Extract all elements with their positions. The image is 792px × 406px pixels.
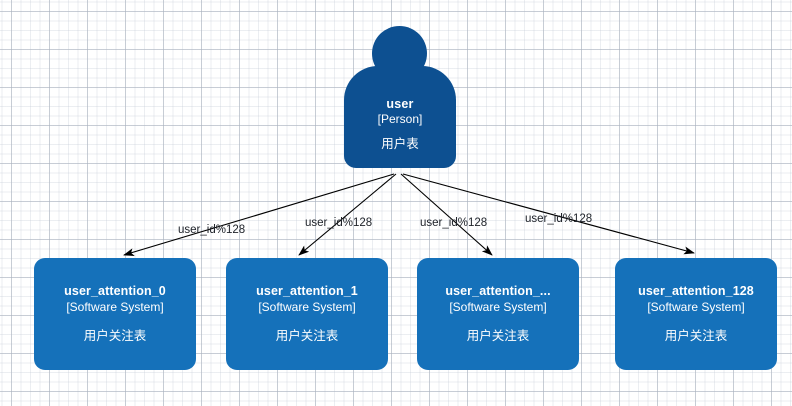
system-name: user_attention_0 [64,283,166,298]
person-tech: [Person] [377,112,423,127]
edge-label-2: user_id%128 [420,217,488,229]
system-name: user_attention_1 [256,283,358,298]
person-body [344,66,456,168]
system-tech: [Software System] [647,299,745,314]
edge-label-0: user_id%128 [178,224,246,236]
edge-label-3: user_id%128 [525,213,593,225]
system-tech: [Software System] [258,299,356,314]
person-node-user[interactable]: user [Person] 用户表 [344,26,456,168]
person-name: user [386,97,414,111]
edge-label-1: user_id%128 [305,217,373,229]
edge-to-user-attention-dots [400,173,493,256]
system-node-user-attention-128[interactable]: user_attention_128 [Software System] 用户关… [615,258,777,370]
edge-to-user-attention-0 [123,173,395,256]
person-description: 用户表 [381,136,419,151]
system-tech: [Software System] [449,299,547,314]
system-tech: [Software System] [66,299,164,314]
system-name: user_attention_... [445,283,551,298]
edge-to-user-attention-1 [298,173,397,256]
edge-to-user-attention-128 [402,173,695,255]
system-description: 用户关注表 [83,328,147,343]
system-node-user-attention-0[interactable]: user_attention_0 [Software System] 用户关注表 [34,258,196,370]
system-name: user_attention_128 [638,283,754,298]
system-description: 用户关注表 [664,328,728,343]
system-node-user-attention-dots[interactable]: user_attention_... [Software System] 用户关… [417,258,579,370]
system-description: 用户关注表 [466,328,530,343]
system-description: 用户关注表 [275,328,339,343]
system-node-user-attention-1[interactable]: user_attention_1 [Software System] 用户关注表 [226,258,388,370]
